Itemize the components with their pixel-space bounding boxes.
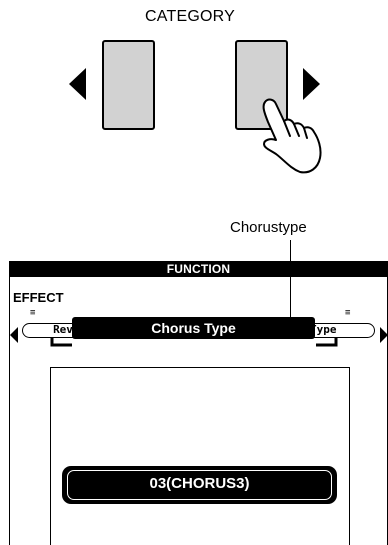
function-header-label: FUNCTION bbox=[166, 262, 231, 276]
dsp-level-mark: ≡ bbox=[345, 308, 351, 318]
reverb-level-mark: ≡ bbox=[30, 308, 36, 318]
arrow-left-icon bbox=[69, 68, 86, 100]
callout-label: Chorustype bbox=[230, 219, 307, 236]
chorus-type-item: Chorus Type bbox=[151, 320, 236, 336]
lcd-left-edge bbox=[9, 261, 10, 545]
scroll-left-icon bbox=[10, 327, 18, 343]
pointing-hand-icon bbox=[262, 98, 322, 174]
callout-line bbox=[290, 240, 291, 328]
category-prev-button[interactable] bbox=[102, 40, 155, 130]
value-box-inner-border bbox=[67, 470, 332, 500]
chorus-type-value: 03(CHORUS3) bbox=[149, 475, 250, 492]
value-box bbox=[62, 466, 337, 504]
function-header-bar bbox=[9, 261, 388, 277]
effect-section-label: EFFECT bbox=[13, 290, 64, 305]
chorus-type-highlight bbox=[72, 317, 315, 339]
value-panel bbox=[50, 367, 350, 545]
arrow-right-icon bbox=[303, 68, 320, 100]
scroll-right-icon bbox=[380, 327, 388, 343]
category-title: CATEGORY bbox=[145, 8, 235, 25]
